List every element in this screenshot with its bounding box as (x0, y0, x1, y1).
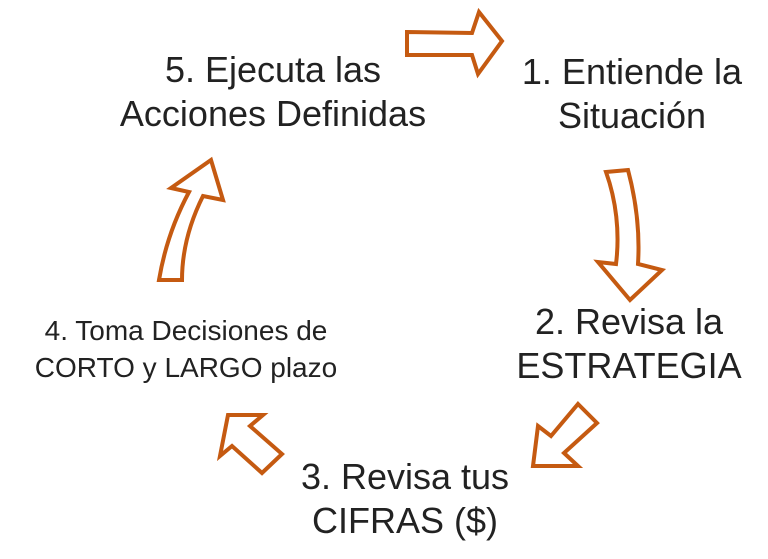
arrow-up-icon (156, 156, 226, 282)
step-2-line2: ESTRATEGIA (516, 344, 742, 386)
step-4-line1: 4. Toma Decisiones de (44, 315, 328, 346)
step-5-line2: Acciones Definidas (119, 92, 427, 134)
step-4-toma-decisiones: 4. Toma Decisiones de CORTO y LARGO plaz… (0, 313, 372, 387)
step-2-revisa-estrategia: 2. Revisa la ESTRATEGIA (490, 300, 768, 388)
step-3-line1: 3. Revisa tus (300, 456, 510, 497)
step-2-line1: 2. Revisa la (534, 301, 724, 342)
step-3-line2: CIFRAS ($) (311, 499, 498, 541)
step-1-line1: 1. Entiende la (521, 51, 743, 92)
arrow-up-left-icon (216, 413, 285, 476)
step-5-ejecuta: 5. Ejecuta las Acciones Definidas (92, 48, 454, 136)
arrow-down-icon (593, 167, 667, 303)
step-5-line1: 5. Ejecuta las (164, 49, 382, 90)
step-4-line2: CORTO y LARGO plazo (34, 351, 338, 383)
step-1-entiende: 1. Entiende la Situación (498, 50, 766, 138)
step-3-revisa-cifras: 3. Revisa tus CIFRAS ($) (270, 455, 540, 543)
arrow-down-left-icon (530, 401, 600, 468)
arrow-right-icon (405, 7, 505, 79)
step-1-line2: Situación (557, 94, 707, 136)
